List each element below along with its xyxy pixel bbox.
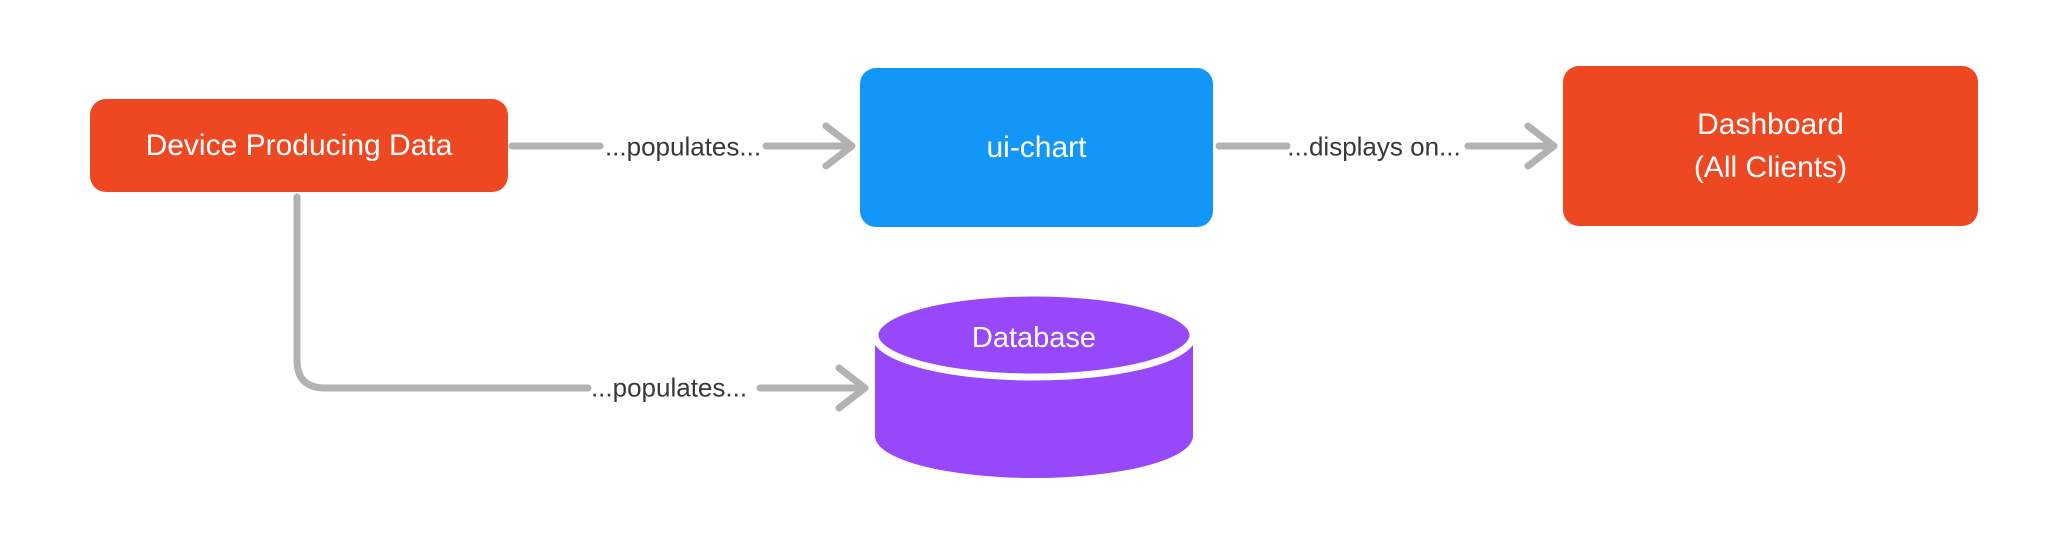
arrowhead-icon	[835, 364, 869, 412]
node-dashboard-label-line1: Dashboard	[1697, 108, 1844, 141]
node-device-producing-data: Device Producing Data	[90, 99, 508, 192]
edge-label-populates-1: ...populates...	[604, 131, 762, 162]
edge-uichart-to-dashboard	[1215, 122, 1558, 170]
node-database-label: Database	[971, 322, 1097, 354]
arrowhead-icon	[822, 122, 856, 170]
database-cylinder-shape	[871, 289, 1197, 478]
node-dashboard-label-line2: (All Clients)	[1693, 151, 1848, 184]
edge-label-populates-2: ...populates...	[590, 372, 748, 403]
cylinder-top-ellipse	[871, 289, 1197, 381]
edge-device-to-uichart	[508, 122, 856, 170]
edge-label-displays-on: ...displays on...	[1287, 131, 1461, 162]
node-ui-chart: ui-chart	[860, 68, 1213, 227]
cylinder-body	[875, 335, 1193, 478]
edge-line-segment	[293, 193, 592, 392]
node-ui-chart-label: ui-chart	[986, 130, 1087, 164]
edge-device-to-database	[293, 193, 869, 412]
arrowhead-icon	[1524, 122, 1558, 170]
node-device-label: Device Producing Data	[145, 128, 453, 162]
node-dashboard: Dashboard (All Clients)	[1563, 66, 1978, 226]
